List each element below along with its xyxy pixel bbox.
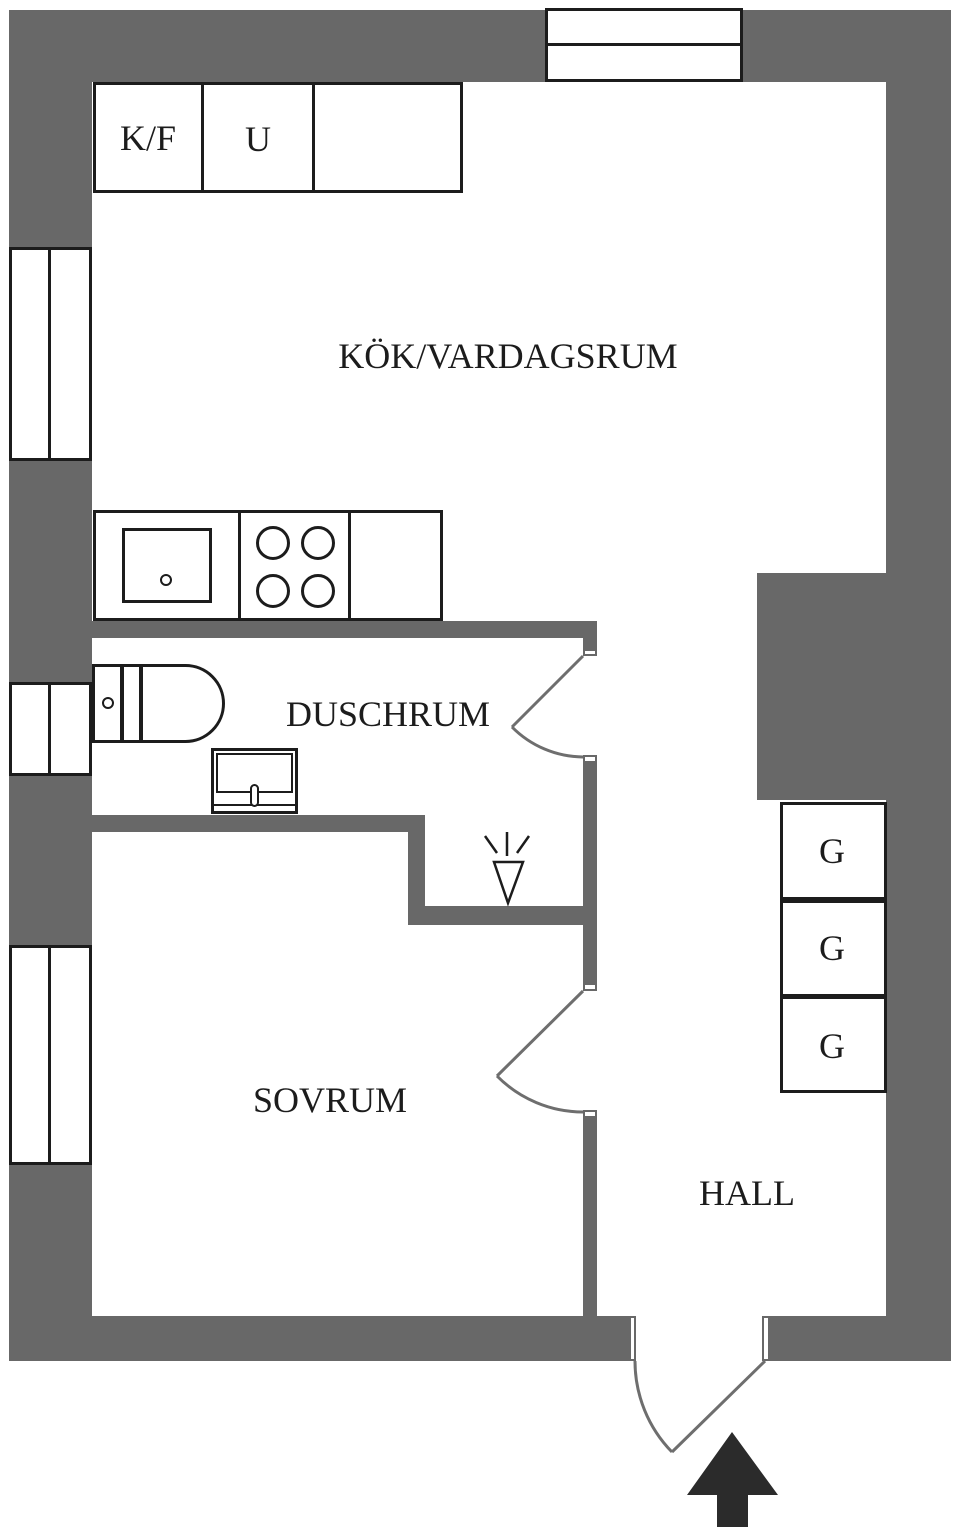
wardrobe-label-g3: G xyxy=(819,1026,845,1066)
wall-right xyxy=(886,10,951,1361)
entrance-door-jamb-right xyxy=(762,1316,770,1361)
wardrobe-label-g2: G xyxy=(819,928,845,968)
room-label-hall: HALL xyxy=(699,1173,795,1213)
counter-divider-2 xyxy=(348,510,351,621)
cabinet-divider-2 xyxy=(312,82,315,193)
unit-label-fridge-freezer: K/F xyxy=(119,118,177,158)
toilet-bowl xyxy=(140,664,225,743)
wardrobe-g1 xyxy=(780,802,887,900)
window-left-bath-divider xyxy=(48,685,51,773)
counter-divider-1 xyxy=(238,510,241,621)
shower-head-icon xyxy=(483,832,531,907)
entrance-arrow-icon xyxy=(687,1432,778,1527)
bath-door-swing-icon xyxy=(510,654,585,759)
toilet-flush-button xyxy=(102,697,114,709)
wall-bottom-left xyxy=(9,1316,630,1361)
wall-bath-east-mid xyxy=(583,762,597,983)
wall-bath-east-upper-stub xyxy=(583,638,597,649)
wall-shower-niche-step xyxy=(408,832,425,925)
wardrobe-g3 xyxy=(780,996,887,1093)
wardrobe-g2 xyxy=(780,900,887,997)
wall-shaft xyxy=(757,573,886,800)
kitchen-sink-icon xyxy=(122,528,212,603)
room-label-bedroom: SOVRUM xyxy=(252,1080,408,1120)
stove-burner-icon xyxy=(256,574,290,608)
wall-shower-niche-bottom xyxy=(425,906,597,925)
bath-door-jamb-bottom xyxy=(583,755,597,763)
bath-door-jamb-top xyxy=(583,649,597,656)
wall-bottom-right xyxy=(770,1316,951,1361)
unit-label-appliance-u: U xyxy=(245,119,271,159)
room-label-kitchen-living: KÖK/VARDAGSRUM xyxy=(338,336,678,376)
wall-bath-east-lower xyxy=(583,1118,597,1316)
wall-top xyxy=(9,10,951,82)
bedroom-door-jamb-bottom xyxy=(583,1110,597,1118)
stove-burner-icon xyxy=(301,574,335,608)
bedroom-door-jamb-top xyxy=(583,983,597,991)
wardrobe-label-g1: G xyxy=(819,831,845,871)
stove-burner-icon xyxy=(256,526,290,560)
entrance-door-swing-icon xyxy=(633,1359,767,1454)
wall-bedroom-top xyxy=(9,815,425,832)
washbasin-faucet xyxy=(250,784,259,807)
window-left-kitchen-divider xyxy=(48,250,51,458)
cabinet-divider-1 xyxy=(201,82,204,193)
room-label-shower-room: DUSCHRUM xyxy=(285,694,491,734)
bedroom-door-swing-icon xyxy=(495,989,585,1114)
toilet-mid xyxy=(121,664,142,743)
stove-burner-icon xyxy=(301,526,335,560)
window-left-bedroom-divider xyxy=(48,948,51,1162)
entrance-door-jamb-left xyxy=(629,1316,636,1361)
kitchen-upper-cabinets xyxy=(93,82,463,193)
sink-drain-icon xyxy=(160,574,172,586)
window-top-divider xyxy=(548,43,740,46)
wall-kitchen-bath xyxy=(9,621,597,638)
